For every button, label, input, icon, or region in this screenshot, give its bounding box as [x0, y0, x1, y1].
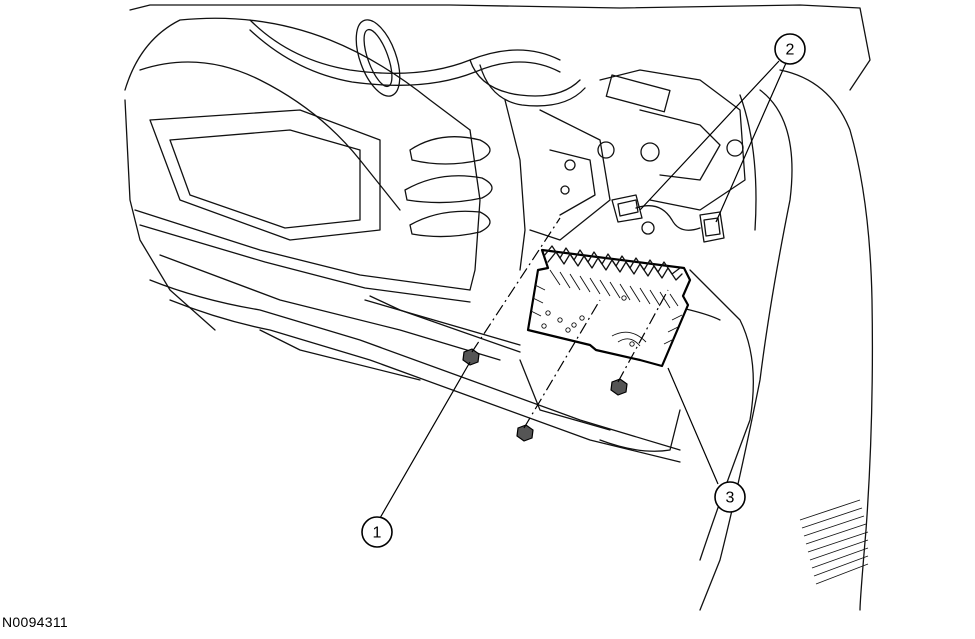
amplifier-module — [526, 245, 692, 368]
callout-1: 1 — [361, 516, 393, 548]
leader-lines — [379, 60, 787, 519]
callout-2: 2 — [774, 33, 806, 65]
vehicle-structure — [124, 4, 874, 611]
callout-2-label: 2 — [786, 42, 795, 59]
fastener-nuts — [462, 348, 628, 442]
grill-ribs — [799, 499, 869, 585]
nut-1 — [462, 348, 480, 366]
callout-3-label: 3 — [726, 490, 735, 507]
figure-id: N0094311 — [2, 614, 68, 630]
callout-1-label: 1 — [373, 525, 382, 542]
callout-3: 3 — [714, 481, 746, 513]
alignment-lines — [471, 217, 669, 429]
